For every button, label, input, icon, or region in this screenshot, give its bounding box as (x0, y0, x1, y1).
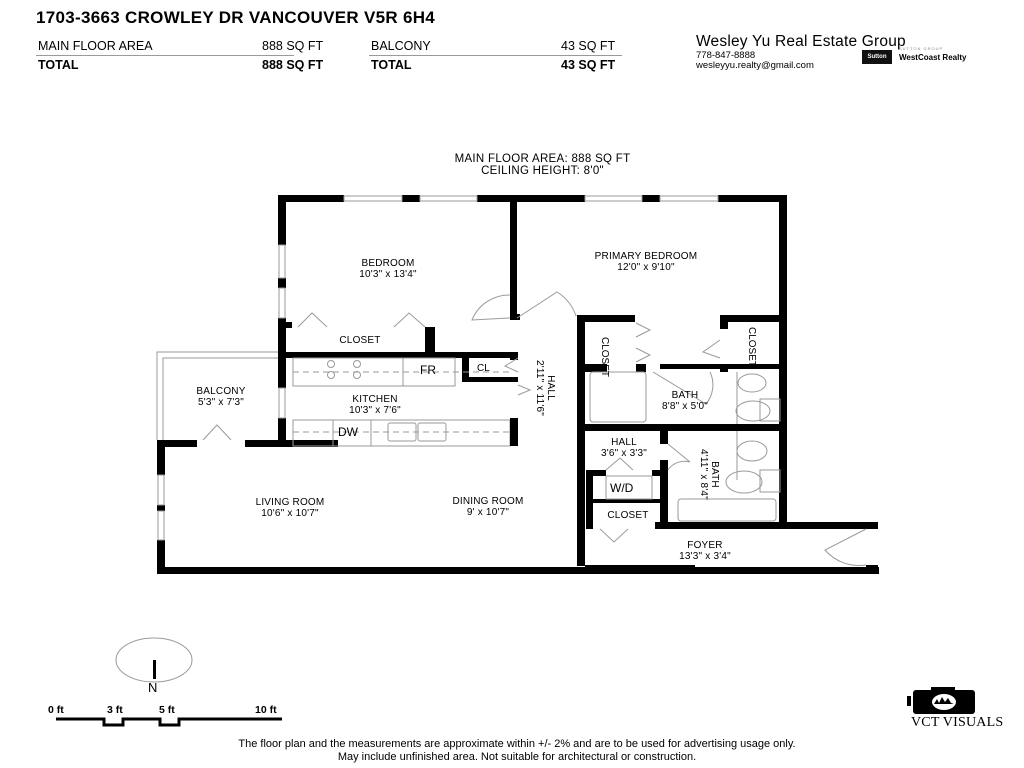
ceiling-height-heading: CEILING HEIGHT: 8'0" (481, 165, 604, 177)
divider (369, 55, 622, 56)
room-kitchen: KITCHEN 10'3" x 7'6" (330, 394, 420, 416)
room-primary-bedroom: PRIMARY BEDROOM 12'0" x 9'10" (566, 251, 726, 273)
brokerage-name: WestCoast Realty (899, 53, 967, 62)
room-closet-primary-left: CLOSET (599, 337, 610, 378)
room-living: LIVING ROOM 10'6" x 10'7" (230, 497, 350, 519)
room-name: PRIMARY BEDROOM (594, 251, 698, 262)
room-bedroom: BEDROOM 10'3" x 13'4" (318, 258, 458, 280)
scale-tick-0: 0 ft (48, 704, 64, 716)
room-size: 10'3" x 7'6" (349, 405, 401, 416)
agent-email: wesleyyu.realty@gmail.com (696, 60, 814, 71)
room-size: 9' x 10'7" (466, 507, 510, 518)
room-name: BALCONY (196, 386, 246, 397)
room-size: 10'3" x 13'4" (359, 269, 417, 280)
room-closet-primary-right: CLOSET (746, 327, 757, 368)
scale-tick-3: 3 ft (107, 704, 123, 716)
closet-short-label: CL (477, 363, 490, 374)
main-floor-area-value: 888 SQ FT (262, 39, 324, 53)
room-name: HALL (545, 375, 556, 401)
room-foyer: FOYER 13'3" x 3'4" (650, 540, 760, 562)
scale-tick-10: 10 ft (255, 704, 277, 716)
property-address: 1703-3663 CROWLEY DR VANCOUVER V5R 6H4 (36, 8, 436, 27)
room-size: 10'6" x 10'7" (261, 508, 319, 519)
room-hall: HALL 2'11" x 11'6" (534, 360, 556, 416)
balcony-total-label: TOTAL (371, 58, 412, 72)
divider (36, 55, 294, 56)
scale-bar (56, 717, 282, 727)
north-label: N (148, 680, 158, 695)
room-balcony: BALCONY 5'3" x 7'3" (176, 386, 266, 408)
dishwasher-label: DW (338, 425, 358, 439)
room-name: FOYER (687, 540, 723, 551)
room-size: 4'11" x 8'4" (698, 449, 709, 500)
washer-dryer-label: W/D (610, 481, 634, 495)
room-name: BATH (671, 390, 699, 401)
room-name: KITCHEN (352, 394, 398, 405)
balcony-area-value: 43 SQ FT (561, 39, 616, 53)
room-closet-bedroom: CLOSET (339, 335, 381, 346)
room-size: 2'11" x 11'6" (534, 360, 545, 416)
disclaimer-line-1: The floor plan and the measurements are … (238, 738, 796, 750)
main-total-label: TOTAL (38, 58, 79, 72)
brokerage-tagline: SUTTON GROUP (899, 46, 944, 51)
vct-visuals-credit: VCT VISUALS (911, 715, 1004, 730)
disclaimer-line-2: May include unfinished area. Not suitabl… (337, 751, 697, 763)
room-name: BEDROOM (361, 258, 415, 269)
fridge-label: FR (420, 363, 436, 377)
plan-area-heading: MAIN FLOOR AREA: 888 SQ FT (454, 153, 631, 165)
room-name: BATH (709, 461, 720, 488)
room-size: 5'3" x 7'3" (198, 397, 244, 408)
walls (157, 195, 879, 574)
room-size: 13'3" x 3'4" (679, 551, 731, 562)
balcony-total-value: 43 SQ FT (561, 58, 616, 72)
room-size: 8'8" x 5'0" (662, 401, 708, 412)
main-floor-area-label: MAIN FLOOR AREA (38, 39, 153, 53)
room-hall-small: HALL 3'6" x 3'3" (584, 437, 664, 459)
sutton-logo: Sutton (862, 50, 892, 64)
room-name: DINING ROOM (452, 496, 524, 507)
room-dining: DINING ROOM 9' x 10'7" (428, 496, 548, 518)
room-size: 3'6" x 3'3" (601, 448, 647, 459)
room-bath-primary: BATH 8'8" x 5'0" (650, 390, 720, 412)
agent-name: Wesley Yu Real Estate Group (696, 33, 906, 50)
room-size: 12'0" x 9'10" (617, 262, 675, 273)
room-bath-second: BATH 4'11" x 8'4" (698, 449, 720, 500)
room-name: LIVING ROOM (255, 497, 325, 508)
scale-tick-5: 5 ft (159, 704, 175, 716)
main-total-value: 888 SQ FT (262, 58, 324, 72)
compass-icon (115, 637, 193, 683)
room-closet-foyer: CLOSET (607, 510, 649, 521)
balcony-area-label: BALCONY (371, 39, 431, 53)
room-name: HALL (611, 437, 637, 448)
agent-phone: 778-847-8888 (696, 50, 756, 61)
camera-logo-icon (907, 687, 975, 714)
